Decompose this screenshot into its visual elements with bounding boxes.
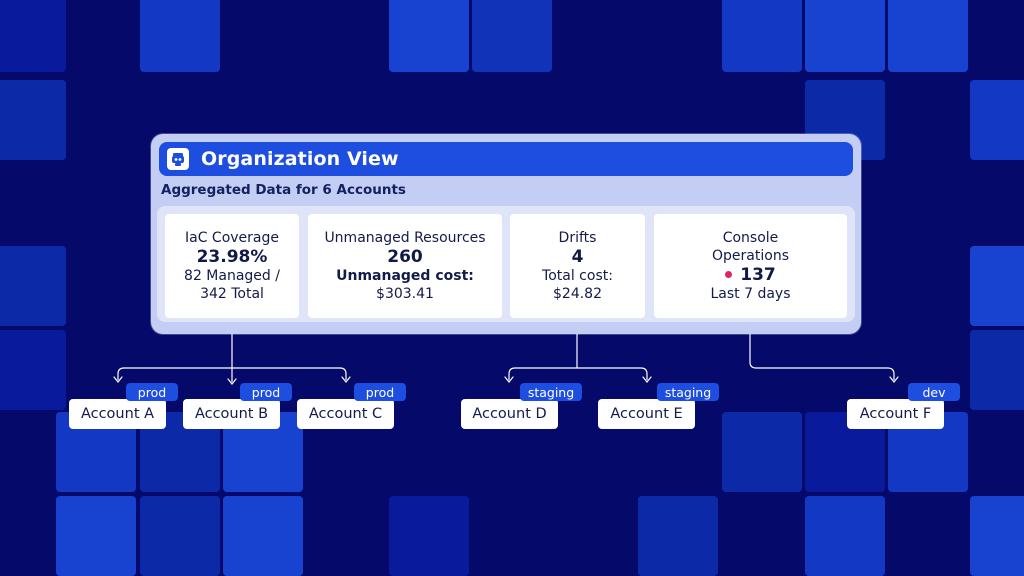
account-node-c[interactable]: Account C bbox=[297, 399, 394, 429]
card-detail: Unmanaged cost: bbox=[336, 268, 474, 284]
account-name: Account C bbox=[308, 406, 383, 422]
bg-tile bbox=[722, 0, 802, 72]
env-tag: prod bbox=[126, 383, 178, 401]
card-value: 137 bbox=[740, 265, 776, 285]
account-name: Account B bbox=[194, 406, 269, 422]
console-operations-card: Console Operations 137 Last 7 days bbox=[654, 214, 847, 318]
card-detail: 82 Managed / bbox=[184, 268, 280, 284]
unmanaged-resources-card: Unmanaged Resources 260 Unmanaged cost: … bbox=[308, 214, 502, 318]
bg-tile bbox=[722, 412, 802, 492]
card-detail: Last 7 days bbox=[710, 286, 791, 302]
drifts-card: Drifts 4 Total cost: $24.82 bbox=[510, 214, 645, 318]
bg-tile bbox=[0, 330, 66, 410]
account-node-b[interactable]: Account B bbox=[183, 399, 280, 429]
bg-tile bbox=[970, 246, 1024, 326]
env-tag: staging bbox=[520, 383, 582, 401]
iac-coverage-card: IaC Coverage 23.98% 82 Managed / 342 Tot… bbox=[165, 214, 299, 318]
env-tag: staging bbox=[657, 383, 719, 401]
app-logo-icon bbox=[167, 148, 189, 170]
card-detail: $24.82 bbox=[553, 286, 602, 302]
bg-tile bbox=[472, 0, 552, 72]
bg-tile bbox=[56, 496, 136, 576]
card-detail: Total cost: bbox=[542, 268, 613, 284]
card-label: Unmanaged Resources bbox=[324, 230, 486, 246]
bg-tile bbox=[140, 496, 220, 576]
card-label: Drifts bbox=[558, 230, 597, 246]
organization-panel: Organization View Aggregated Data for 6 … bbox=[151, 134, 861, 334]
bg-tile bbox=[638, 496, 718, 576]
panel-header: Organization View bbox=[159, 142, 853, 176]
bg-tile bbox=[805, 0, 885, 72]
account-node-e[interactable]: Account E bbox=[598, 399, 695, 429]
bg-tile bbox=[970, 496, 1024, 576]
bg-tile bbox=[970, 80, 1024, 160]
account-name: Account F bbox=[859, 406, 932, 422]
bg-tile bbox=[970, 330, 1024, 410]
account-node-d[interactable]: Account D bbox=[461, 399, 558, 429]
bg-tile bbox=[805, 496, 885, 576]
card-label: Operations bbox=[712, 248, 789, 264]
account-node-f[interactable]: Account F bbox=[847, 399, 944, 429]
env-tag: dev bbox=[908, 383, 960, 401]
bg-tile bbox=[0, 0, 66, 72]
account-name: Account E bbox=[610, 406, 683, 422]
card-value: 4 bbox=[571, 247, 584, 267]
bg-tile bbox=[140, 0, 220, 72]
bg-tile bbox=[223, 496, 303, 576]
bg-tile bbox=[888, 0, 968, 72]
bg-tile bbox=[389, 0, 469, 72]
card-detail: 342 Total bbox=[200, 286, 264, 302]
env-tag: prod bbox=[240, 383, 292, 401]
bg-tile bbox=[0, 246, 66, 326]
card-label: IaC Coverage bbox=[184, 230, 279, 246]
card-label: Console bbox=[722, 230, 779, 246]
alert-dot-icon bbox=[725, 270, 733, 278]
card-value-row: 137 bbox=[725, 265, 776, 285]
card-detail: $303.41 bbox=[376, 286, 434, 302]
bg-tile bbox=[389, 496, 469, 576]
page-subtitle: Aggregated Data for 6 Accounts bbox=[161, 182, 406, 198]
metrics-row: IaC Coverage 23.98% 82 Managed / 342 Tot… bbox=[157, 206, 855, 322]
account-node-a[interactable]: Account A bbox=[69, 399, 166, 429]
card-value: 260 bbox=[387, 247, 423, 267]
card-value: 23.98% bbox=[196, 247, 268, 267]
bg-tile bbox=[0, 80, 66, 160]
env-tag: prod bbox=[354, 383, 406, 401]
account-name: Account A bbox=[80, 406, 155, 422]
robot-icon bbox=[172, 153, 184, 166]
account-name: Account D bbox=[472, 406, 547, 422]
page-title: Organization View bbox=[201, 148, 399, 170]
